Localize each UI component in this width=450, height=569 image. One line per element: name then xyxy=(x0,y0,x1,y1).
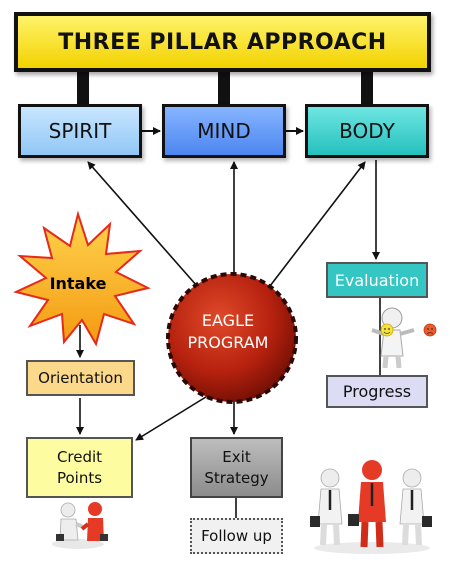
eagle-program-circle xyxy=(166,272,298,404)
person-balance-icon xyxy=(371,307,415,369)
credit-points-box: Credit Points xyxy=(26,437,133,498)
title-support xyxy=(218,72,230,104)
exit-strategy-box: Exit Strategy xyxy=(190,437,283,498)
body-box: BODY xyxy=(305,104,429,158)
title-support xyxy=(361,72,373,104)
arrow-eagle-spirit xyxy=(87,161,198,287)
orientation-box: Orientation xyxy=(26,360,135,396)
mind-box: MIND xyxy=(162,104,286,158)
happy-face-icon xyxy=(380,323,394,337)
intake-starburst xyxy=(13,210,151,347)
eagle-program-label: EAGLE PROGRAM xyxy=(187,311,269,352)
spirit-box: SPIRIT xyxy=(18,104,142,158)
sad-face-icon xyxy=(423,323,437,337)
follow-up-box: Follow up xyxy=(190,518,283,554)
business-team-icon xyxy=(310,460,432,554)
arrow-eagle-body xyxy=(269,161,366,287)
handshake-figures-icon xyxy=(52,502,108,549)
intake-label: Intake xyxy=(49,274,107,293)
progress-box: Progress xyxy=(326,375,428,408)
arrow-eagle-credit xyxy=(135,391,215,441)
page-title: THREE PILLAR APPROACH xyxy=(14,12,431,72)
title-support xyxy=(77,72,89,104)
evaluation-box: Evaluation xyxy=(326,262,428,298)
